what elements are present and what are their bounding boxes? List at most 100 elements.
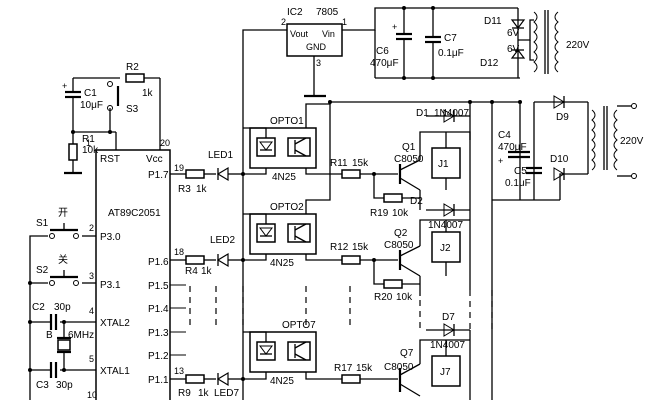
r11-value: 15k [352,158,369,169]
regulator-pin-out: 2 [281,17,286,27]
mcu-body [95,149,171,400]
regulator: IC2 7805 Vout Vin GND 2 1 3 [281,7,347,68]
c5-value: 0.1μF [505,178,531,189]
pin-4: 4 [89,306,94,316]
pin-p30: P3.0 [100,232,121,243]
r1-label: R1 [82,134,95,145]
pin-5: 5 [89,354,94,364]
transformer-top: 220V [533,10,590,74]
d11-label: D11 [484,16,502,27]
mains-mid-label: 220V [620,136,644,147]
led7-label: LED7 [214,388,239,399]
regulator-vin-label: Vin [322,29,335,39]
mcu-rst-label: RST [100,154,120,165]
regulator-body [286,23,343,57]
led2-label: LED2 [210,235,235,246]
6v-top-label: 6V [507,28,520,39]
c2-value: 30p [54,302,71,313]
mcu-pin-rst: 1 [86,138,91,148]
r19-label: R19 [370,208,389,219]
regulator-label: IC2 [287,7,303,18]
channel-1: R3 1k LED1 OPTO1 4N25 R11 15k R19 10k [170,101,520,219]
c2-label: C2 [32,302,45,313]
mcu-vcc-label: Vcc [146,154,163,165]
6v-bottom-label: 6V [507,44,520,55]
c6-label: C6 [376,46,389,57]
d2-label: D2 [410,196,423,207]
q2-part: C8050 [384,240,414,251]
d1-part: 1N4007 [434,108,469,119]
regulator-pin-in: 1 [342,17,347,27]
r12-label: R12 [330,242,349,253]
svg-text:+: + [392,22,397,32]
r17-label: R17 [334,363,353,374]
s2-label: S2 [36,265,49,276]
d7-part: 1N4007 [430,340,465,351]
crystal-freq: 6MHz [68,330,94,341]
s1-label: S1 [36,218,49,229]
r1-value: 10k [82,145,99,156]
j2-label: J2 [440,243,451,254]
s2-chinese-label: 关 [58,253,68,266]
c1-label: C1 [84,88,97,99]
mcu-pin-vcc: 20 [160,138,170,148]
q7-label: Q7 [400,348,414,359]
c4-value: 470μF [498,142,527,153]
regulator-part: 7805 [316,7,339,18]
d9-label: D9 [556,112,569,123]
pin-13: 13 [174,366,184,376]
r4-value: 1k [201,266,213,277]
r3-label: R3 [178,184,191,195]
pin-19: 19 [174,163,184,173]
pin-xtal1: XTAL1 [100,366,130,377]
pin-xtal2: XTAL2 [100,318,130,329]
pin-p16: P1.6 [148,257,169,268]
r19-value: 10k [392,208,409,219]
regulator-gnd-label: GND [306,42,327,52]
j1-label: J1 [438,159,449,170]
r12-value: 15k [352,242,369,253]
r11-label: R11 [330,158,348,169]
c5-label: C5 [514,166,527,177]
r4-label: R4 [185,266,198,277]
r2-value: 1k [142,88,154,99]
d10-label: D10 [550,154,569,165]
pin-p15: P1.5 [148,281,169,292]
channel-7: R9 1k LED7 OPTO7 4N25 R17 15k Q7 C8050 J… [170,312,471,400]
pin-p13: P1.3 [148,328,169,339]
r17-value: 15k [356,363,373,374]
r9-value: 1k [198,388,210,399]
c7-value: 0.1μF [438,48,464,59]
opto7-part: 4N25 [270,376,294,387]
pin-p14: P1.4 [148,304,169,315]
svg-text:+: + [62,81,67,91]
svg-text:+: + [498,156,503,166]
opto7-label: OPTO7 [282,320,316,331]
mcu: AT89C2051 RST Vcc 1 20 [86,138,171,400]
s3-label: S3 [126,104,139,115]
mcu-name: AT89C2051 [108,208,161,219]
pin-p17: P1.7 [148,170,169,181]
opto2-label: OPTO2 [270,202,304,213]
r20-label: R20 [374,292,393,303]
r9-label: R9 [178,388,191,399]
r3-value: 1k [196,184,208,195]
regulator-vout-label: Vout [290,29,309,39]
c7-label: C7 [444,33,457,44]
c3-value: 30p [56,380,73,391]
pin-2: 2 [89,223,94,233]
s1-chinese-label: 开 [58,208,68,219]
j7-label: J7 [440,367,451,378]
r2-label: R2 [126,62,139,73]
c1-value: 10μF [80,100,103,111]
opto1-part: 4N25 [272,172,296,183]
pin-3: 3 [89,271,94,281]
q1-label: Q1 [402,142,416,153]
d7-label: D7 [442,312,455,323]
channel-2: R4 1k LED2 OPTO2 4N25 R12 15k R20 10k Q [170,102,471,303]
pin-p31: P3.1 [100,280,121,291]
opto2-part: 4N25 [270,258,294,269]
regulator-pin-gnd: 3 [316,58,321,68]
pin-10: 10 [87,390,97,400]
